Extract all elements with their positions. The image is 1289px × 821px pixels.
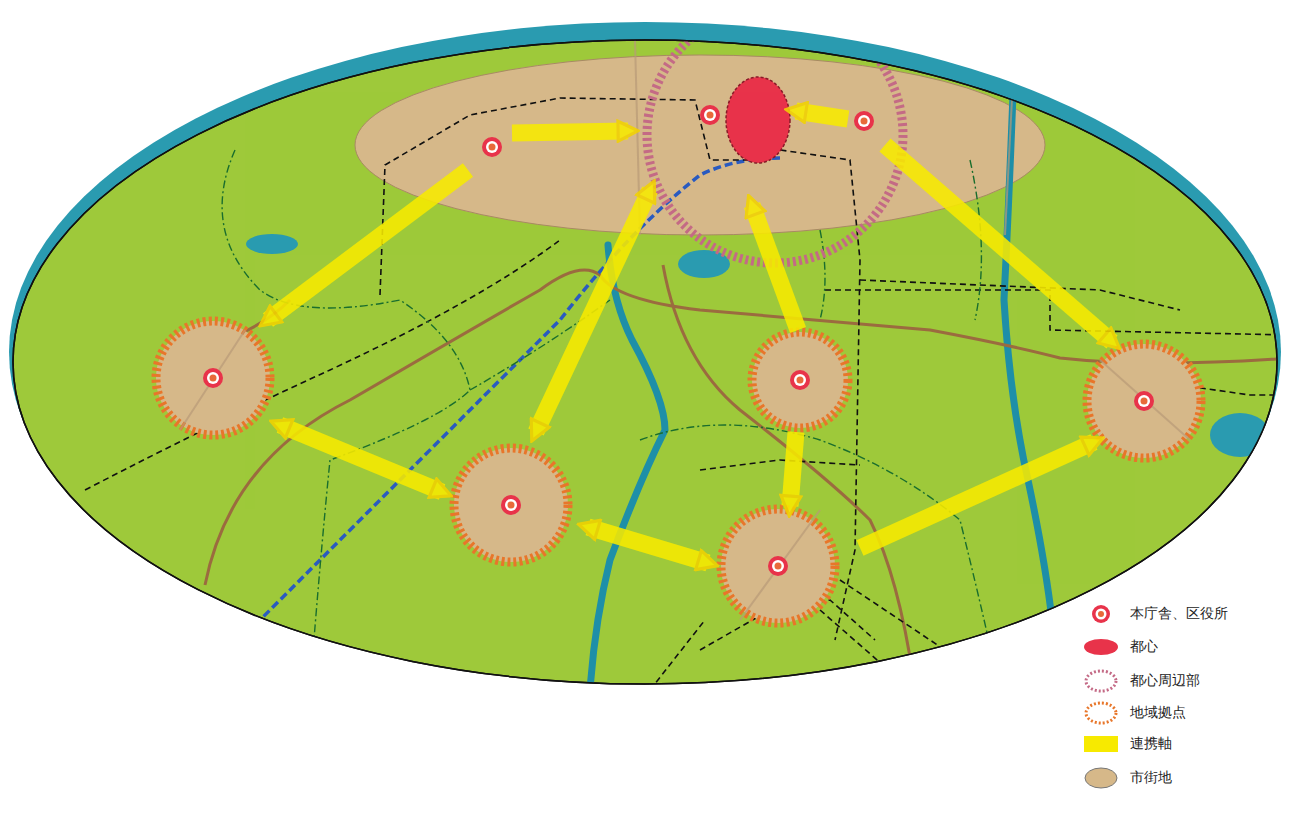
ward-boundary [222,150,1000,690]
main-road [205,265,1289,690]
legend-swatch [1082,668,1120,694]
swatch-graphic [1082,700,1120,726]
swatch-graphic [1082,601,1120,627]
legend-label: 連携軸 [1130,735,1172,753]
legend-swatch [1082,700,1120,726]
land-outline [13,40,1277,684]
legend-swatch [1082,601,1120,627]
swatch-graphic [1082,668,1120,694]
legend-row: 都心 [1082,634,1158,660]
swatch-graphic [1082,634,1120,660]
legend-label: 地域拠点 [1130,704,1186,722]
city-centre [726,77,790,163]
legend-row: 市街地 [1082,765,1172,791]
office-marker [203,105,1154,576]
city-centre-periphery [647,7,903,263]
legend-label: 本庁舎、区役所 [1130,605,1228,623]
legend-row: 本庁舎、区役所 [1082,601,1228,627]
urban-area [355,55,1045,235]
legend-swatch [1082,731,1120,757]
legend-swatch [1082,765,1120,791]
collaboration-axis [268,111,1112,563]
legend-label: 都心 [1130,638,1158,656]
legend-row: 連携軸 [1082,731,1172,757]
road-through-hub [180,40,1190,620]
pond [246,234,298,254]
legend-swatch [1082,634,1120,660]
swatch-graphic [1082,731,1120,757]
railway [255,158,780,625]
legend-label: 都心周辺部 [1130,672,1200,690]
river [590,40,1052,690]
legend-row: 地域拠点 [1082,700,1186,726]
swatch-graphic [1082,765,1120,791]
legend-row: 都心周辺部 [1082,668,1200,694]
legend-label: 市街地 [1130,769,1172,787]
regional-hub [156,321,1201,623]
rail-line [85,98,1289,690]
